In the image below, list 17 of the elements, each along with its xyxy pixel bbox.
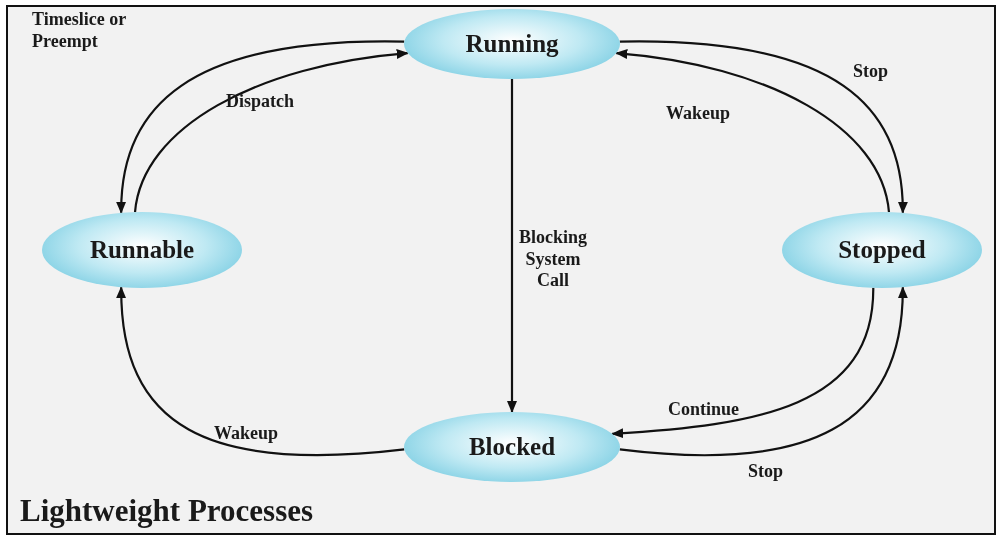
edge-label: Stop (853, 61, 889, 83)
edge-label: Wakeup (666, 103, 732, 125)
edge-label: Timeslice or Preempt (32, 9, 127, 53)
edge-label: Dispatch (226, 91, 295, 113)
state-label: Blocked (468, 433, 556, 461)
diagram-title: Lightweight Processes (20, 493, 314, 529)
arrow (611, 287, 875, 439)
edge-label: Stop (748, 461, 784, 483)
edge-label: Blocking System Call (518, 227, 588, 292)
state-label: Runnable (89, 236, 195, 264)
arrow (619, 286, 908, 457)
arrow (116, 286, 405, 457)
edge-label: Continue (668, 399, 740, 421)
edge-label: Wakeup (214, 423, 280, 445)
state-label: Running (465, 30, 559, 58)
state-label: Stopped (838, 236, 926, 264)
arrow (507, 79, 517, 413)
